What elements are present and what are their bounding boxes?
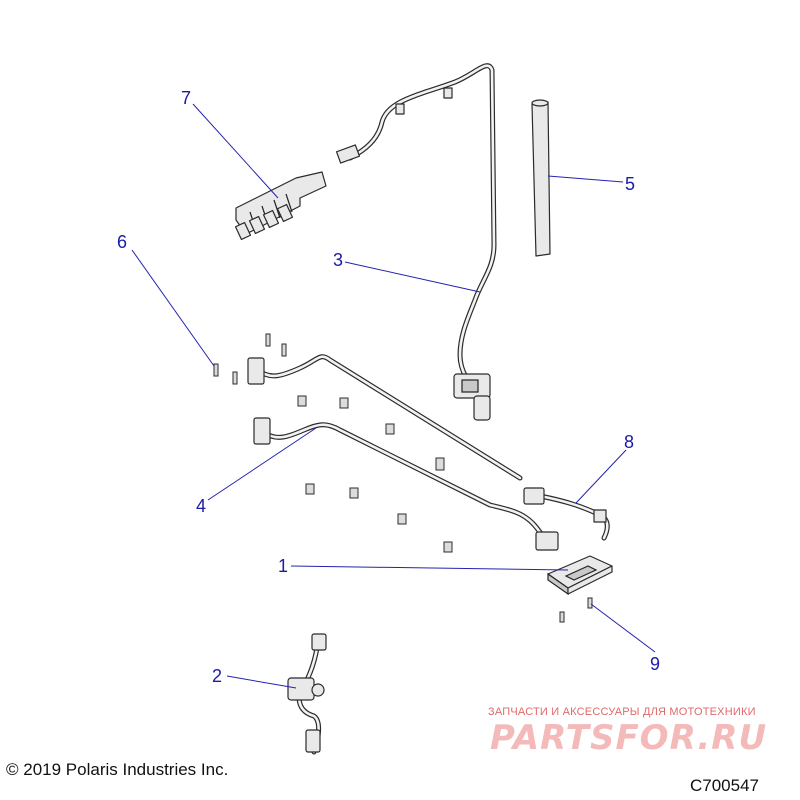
copyright-notice: © 2019 Polaris Industries Inc. [6, 760, 229, 779]
callout-3: 3 [333, 250, 343, 270]
part-5-sleeve [531, 99, 551, 257]
callout-5: 5 [625, 174, 635, 194]
callout-1: 1 [278, 556, 288, 576]
watermark-logo: PARTSFOR.RU [490, 718, 768, 758]
callout-9: 9 [650, 654, 660, 674]
callout-4: 4 [196, 496, 206, 516]
callout-7: 7 [181, 88, 191, 108]
part-6-fasteners [213, 333, 287, 385]
part-3-harness-upper [335, 63, 497, 421]
part-7-relay-block [234, 171, 327, 241]
callout-6: 6 [117, 232, 127, 252]
watermark-tagline: ЗАПЧАСТИ И АКСЕССУАРЫ ДЛЯ МОТОТЕХНИКИ [488, 706, 756, 718]
harness-rail-upper [247, 354, 523, 481]
harness-clips [297, 395, 453, 553]
leader-lines [131, 103, 656, 689]
callout-8: 8 [624, 432, 634, 452]
part-9-screws [559, 597, 593, 623]
part-4-harness-lower [253, 417, 559, 551]
callout-labels: 7 6 3 5 4 1 8 9 2 [117, 88, 660, 686]
part-1-module [547, 555, 613, 596]
part-2-sensor-harness [287, 633, 327, 755]
part-8-jumper-harness [523, 487, 610, 541]
callout-2: 2 [212, 666, 222, 686]
figure-id: C700547 [690, 776, 760, 795]
